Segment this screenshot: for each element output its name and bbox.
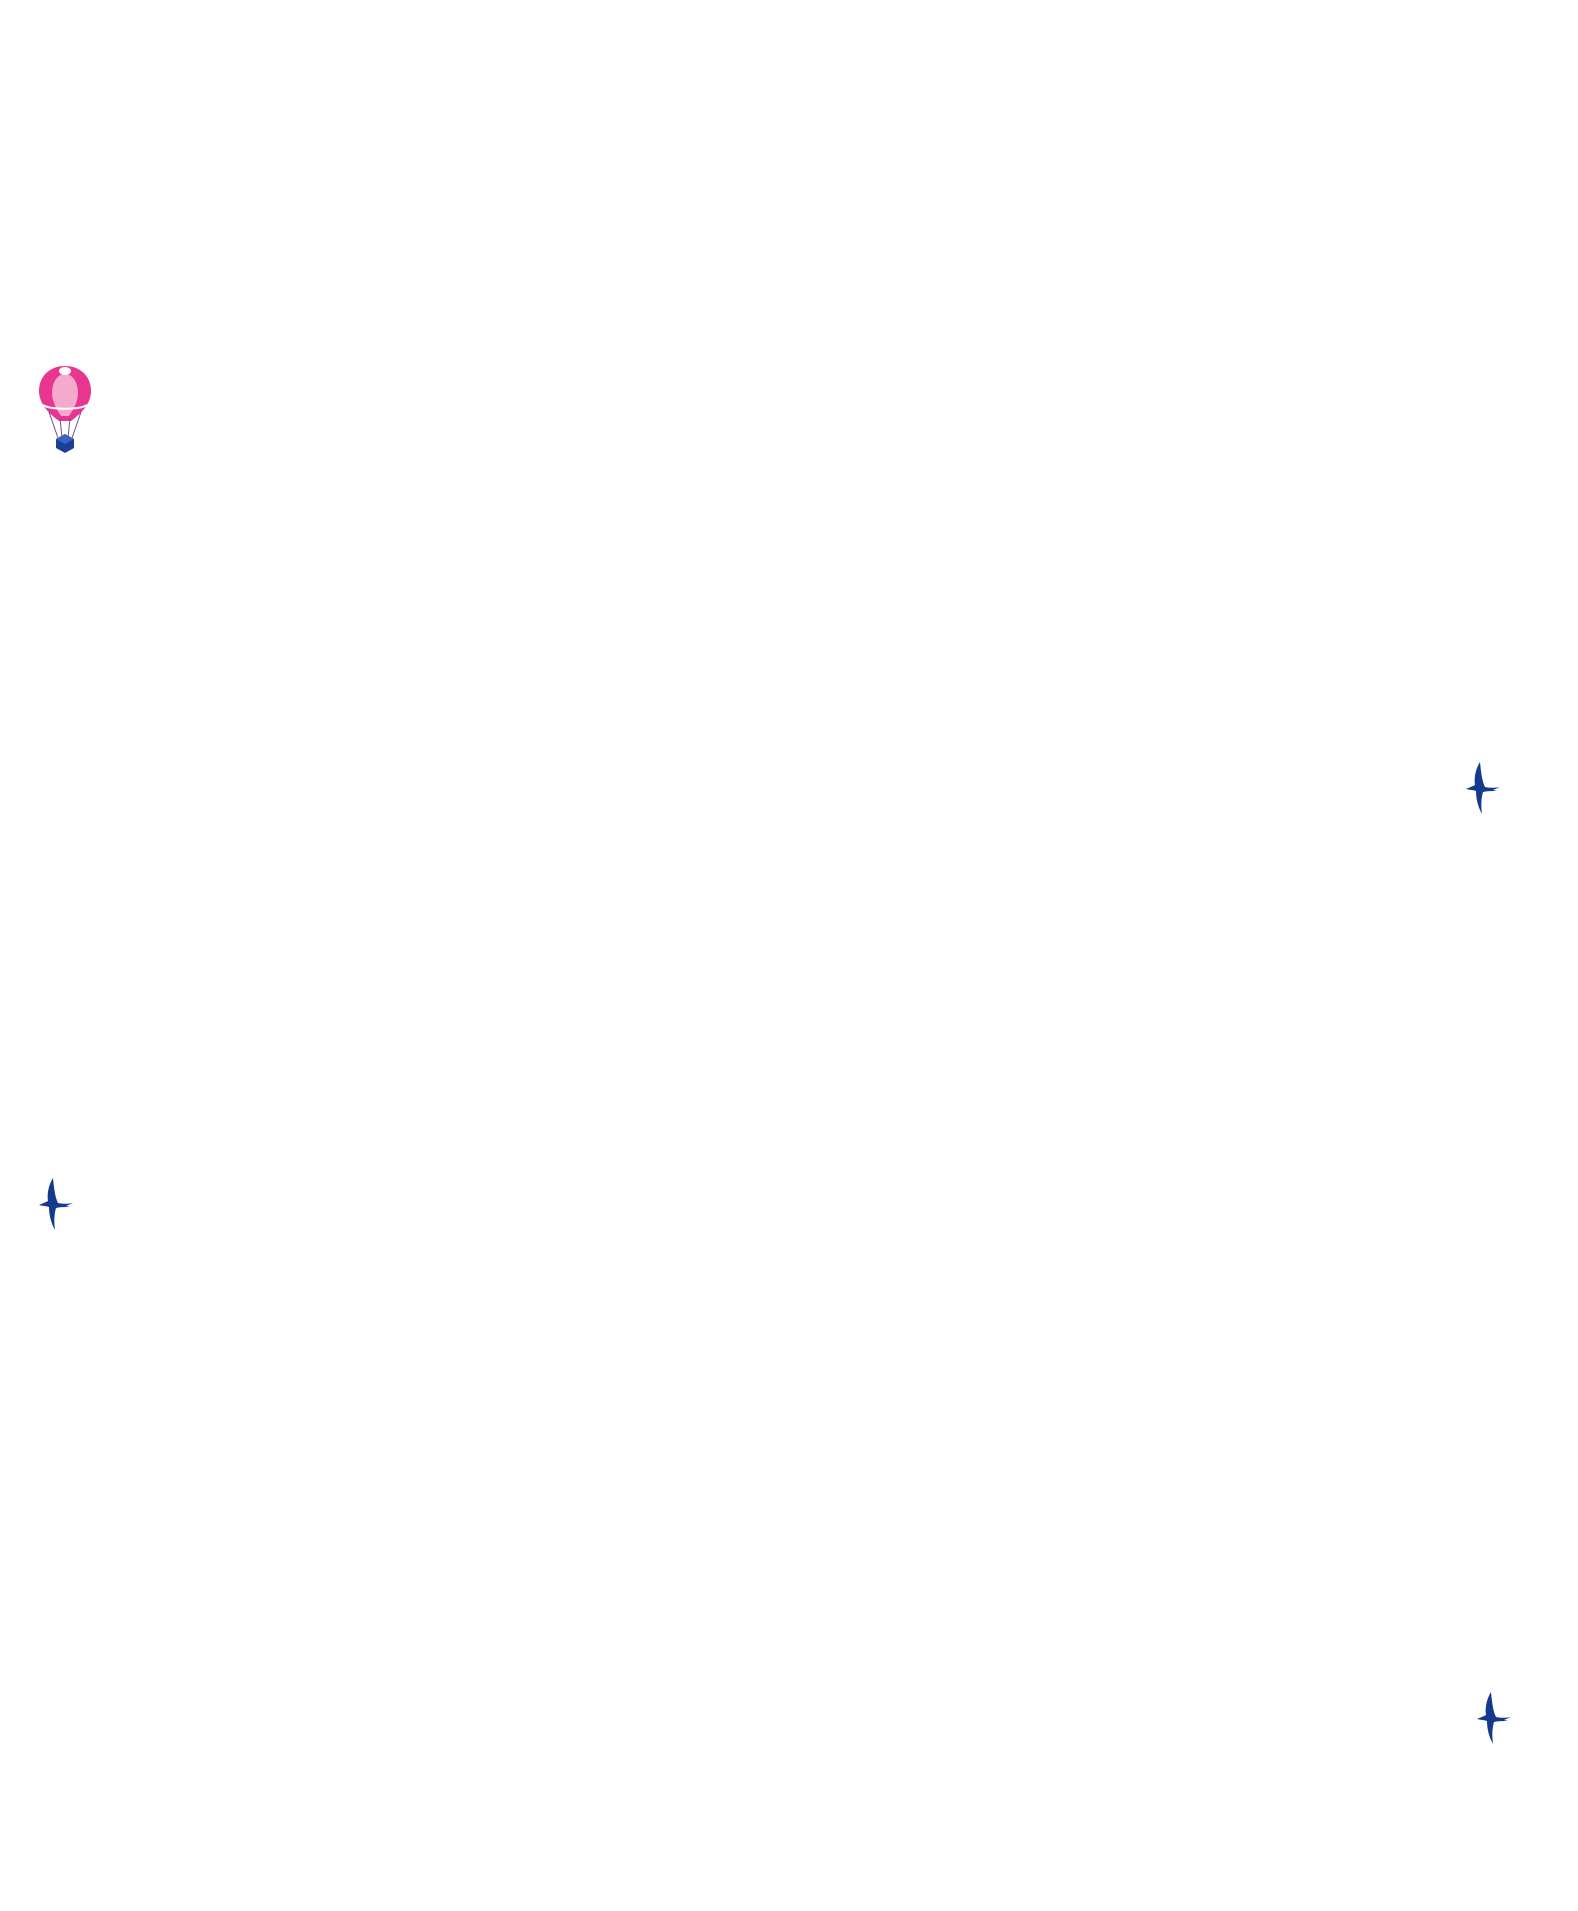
balloon-ropes — [48, 411, 82, 439]
swallow-bird-icon — [1477, 1692, 1511, 1744]
swallow-bird-icon — [1466, 762, 1500, 814]
swallow-bird-icon — [39, 1178, 73, 1230]
balloon-basket — [56, 434, 74, 453]
hot-air-balloon-icon — [39, 366, 91, 453]
balloon-envelope — [39, 366, 91, 421]
